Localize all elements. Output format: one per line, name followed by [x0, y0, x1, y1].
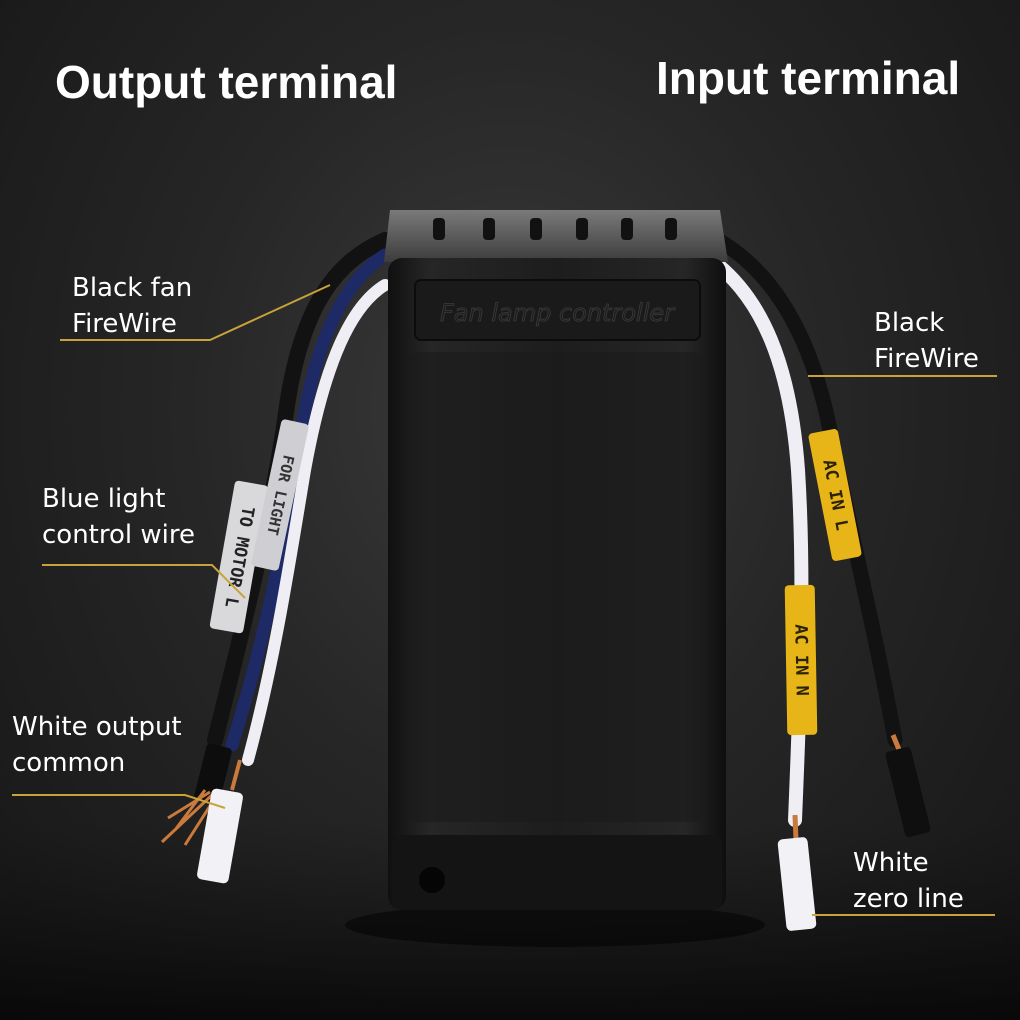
- white-wire-copper: [230, 759, 242, 791]
- white-zero-copper: [792, 814, 799, 841]
- callout-lines: [12, 284, 997, 916]
- body-texture: [408, 352, 703, 822]
- panel-text: Fan lamp controller: [440, 299, 676, 327]
- white-common-wire: [242, 279, 391, 766]
- callout-white-output-line1: White output: [12, 712, 182, 742]
- callout-white-zero-line1: White: [853, 848, 929, 878]
- callout-black-fan-line1: Black fan: [72, 273, 193, 303]
- callout-blue-light: Blue light control wire: [42, 481, 195, 553]
- output-terminal-heading: Output terminal: [55, 56, 398, 108]
- callout-black-input-line1: Black: [874, 308, 945, 338]
- white-zero-connector: [777, 837, 817, 931]
- sleeve-ac-in-n: [784, 584, 818, 736]
- callout-line-white-output: [12, 794, 226, 809]
- input-terminal-heading: Input terminal: [656, 52, 961, 104]
- white-zero-wire: [711, 258, 809, 827]
- callout-line-black-fan: [60, 284, 331, 341]
- callout-line-blue-light: [42, 564, 246, 599]
- callout-white-zero: White zero line: [853, 845, 964, 917]
- sleeve-ac-in-l: [808, 429, 862, 561]
- callout-blue-light-line1: Blue light: [42, 484, 166, 514]
- copper-strands: [160, 789, 217, 846]
- device-shadow: [345, 903, 765, 947]
- sleeve-for-light: [251, 419, 309, 571]
- sleeve-to-motor: [209, 480, 269, 634]
- callout-black-input-line2: FireWire: [874, 344, 979, 374]
- callout-white-output-line2: common: [12, 748, 126, 778]
- callout-blue-light-line2: control wire: [42, 520, 195, 550]
- sleeve-right-white-text: AC IN N: [790, 624, 811, 696]
- black-input-connector: [885, 747, 931, 837]
- callout-black-input: Black FireWire: [874, 305, 979, 377]
- device-bottom: [392, 835, 722, 910]
- callout-white-output: White output common: [12, 709, 182, 781]
- callout-black-fan: Black fan FireWire: [72, 270, 192, 342]
- white-output-connector: [197, 788, 243, 884]
- black-wire-end: [194, 743, 232, 805]
- device-vents: [433, 218, 677, 240]
- device-top-cap: [384, 210, 728, 262]
- label-panel: [414, 279, 701, 341]
- callout-black-fan-line2: FireWire: [72, 309, 177, 339]
- mounting-hole: [419, 867, 445, 893]
- callout-white-zero-line2: zero line: [853, 884, 964, 914]
